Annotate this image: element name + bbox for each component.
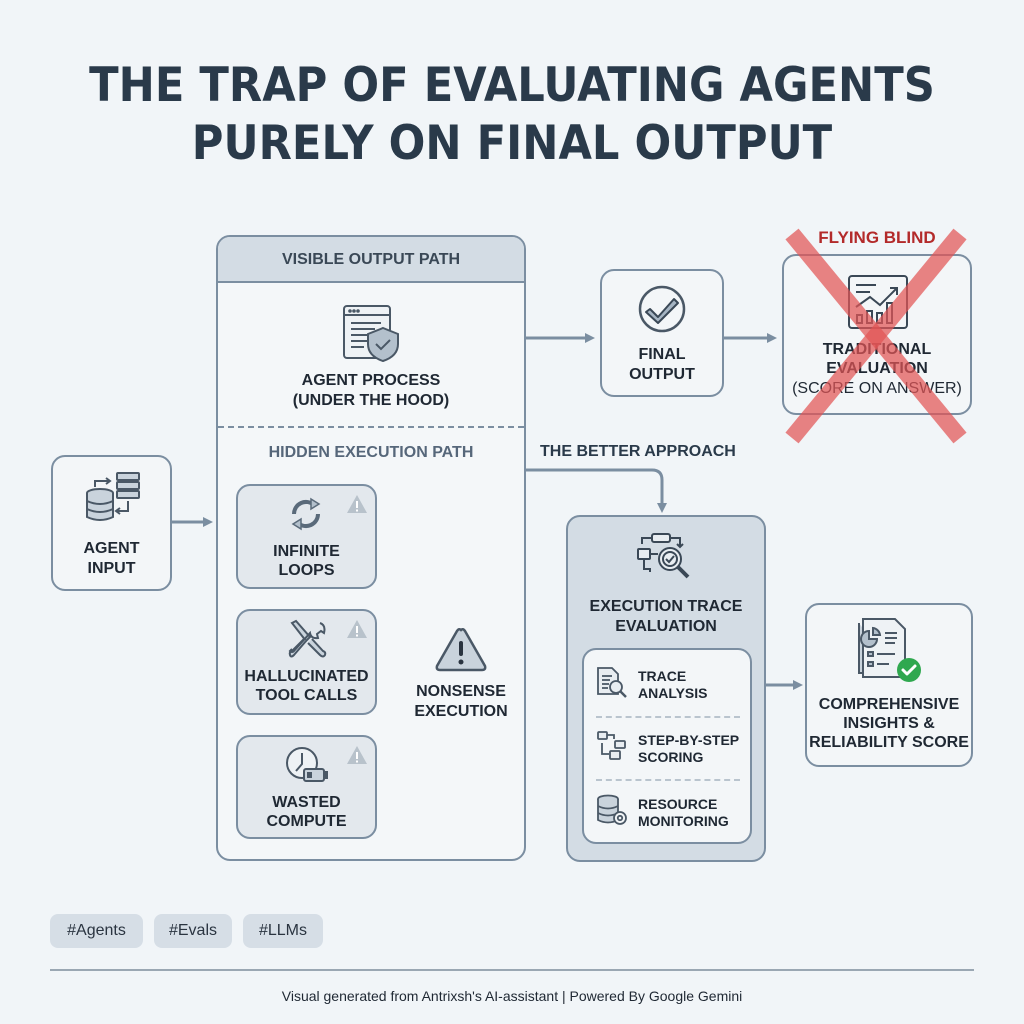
refresh-loop-icon xyxy=(291,497,321,531)
step-scoring-label-2: SCORING xyxy=(638,749,704,765)
trace-analysis-label-2: ANALYSIS xyxy=(638,685,708,701)
insights-label-1: COMPREHENSIVE xyxy=(818,696,960,713)
issue-infinite-loops: INFINITE LOOPS xyxy=(236,484,377,589)
flow-steps-icon xyxy=(597,731,626,760)
page-title-line-1: THE TRAP OF EVALUATING AGENTS xyxy=(89,58,935,113)
trace-eval-label-1: EXECUTION TRACE xyxy=(589,598,743,615)
tag-evals[interactable]: #Evals xyxy=(154,914,232,948)
insights-box: COMPREHENSIVE INSIGHTS & RELIABILITY SCO… xyxy=(805,603,973,767)
check-circle-icon xyxy=(638,285,686,333)
resource-monitoring-label-1: RESOURCE xyxy=(638,796,718,812)
subitem-divider-2 xyxy=(596,779,740,781)
execution-trace-box: EXECUTION TRACE EVALUATION TRACE ANALYSI… xyxy=(566,515,766,862)
trace-eval-label-2: EVALUATION xyxy=(615,618,717,635)
visible-path-header: VISIBLE OUTPUT PATH xyxy=(281,251,461,268)
database-gear-icon xyxy=(597,794,627,825)
report-check-icon xyxy=(858,618,921,682)
warning-icon xyxy=(347,620,367,638)
insights-label-2: INSIGHTS & xyxy=(843,715,935,732)
final-output-box: FINAL OUTPUT xyxy=(600,269,724,397)
browser-shield-check-icon xyxy=(343,305,399,363)
flying-blind-banner: FLYING BLIND xyxy=(818,228,936,247)
issue-wasted-compute: WASTED COMPUTE xyxy=(236,735,377,839)
step-scoring-label-1: STEP-BY-STEP xyxy=(638,732,740,748)
nonsense-label-2: EXECUTION xyxy=(414,703,508,720)
flow-magnifier-icon xyxy=(637,533,690,579)
issue-3-label-1: WASTED xyxy=(272,794,341,811)
insights-label-3: RELIABILITY SCORE xyxy=(809,734,969,751)
issue-2-label-1: HALLUCINATED xyxy=(244,668,369,685)
cross-out-x-icon xyxy=(785,228,967,444)
issue-1-label-2: LOOPS xyxy=(278,562,335,579)
document-search-icon xyxy=(597,667,627,698)
issue-1-label-1: INFINITE xyxy=(273,543,340,560)
agent-input-label-2: INPUT xyxy=(87,560,136,577)
resource-monitoring-label-2: MONITORING xyxy=(638,813,729,829)
warning-icon xyxy=(347,746,367,764)
agent-process-label-1: AGENT PROCESS xyxy=(301,372,441,389)
subitem-divider-1 xyxy=(596,716,740,718)
agent-input-label-1: AGENT xyxy=(83,540,140,557)
better-approach-label: THE BETTER APPROACH xyxy=(540,443,736,460)
warning-icon xyxy=(347,495,367,513)
database-server-sync-icon xyxy=(86,472,140,521)
path-divider xyxy=(218,426,524,428)
tag-agents[interactable]: #Agents xyxy=(50,914,143,948)
clock-battery-icon xyxy=(286,747,328,782)
warning-triangle-icon xyxy=(435,627,487,672)
page-title-line-2: PURELY ON FINAL OUTPUT xyxy=(191,116,833,171)
final-output-label-2: OUTPUT xyxy=(629,366,695,383)
agent-input-box: AGENT INPUT xyxy=(51,455,172,591)
issue-3-label-2: COMPUTE xyxy=(266,813,347,830)
footer-credit: Visual generated from Antrixsh's AI-assi… xyxy=(281,988,743,1004)
tools-icon xyxy=(288,619,327,658)
visible-path-header-bar xyxy=(218,237,524,283)
execution-container: VISIBLE OUTPUT PATH AGENT PROCESS (UNDER… xyxy=(216,235,526,861)
hidden-path-header: HIDDEN EXECUTION PATH xyxy=(268,444,474,461)
final-output-label-1: FINAL xyxy=(638,346,686,363)
trace-subitems-panel: TRACE ANALYSIS STEP-BY-STEP SCORING xyxy=(582,648,752,844)
tag-llms[interactable]: #LLMs xyxy=(243,914,323,948)
arrow-better-approach xyxy=(526,468,667,513)
issue-hallucinated-tool-calls: HALLUCINATED TOOL CALLS xyxy=(236,609,377,715)
trace-analysis-label-1: TRACE xyxy=(638,668,687,684)
footer-divider xyxy=(50,969,974,971)
agent-process-label-2: (UNDER THE HOOD) xyxy=(292,392,450,409)
issue-2-label-2: TOOL CALLS xyxy=(255,687,358,704)
nonsense-label-1: NONSENSE xyxy=(416,683,506,700)
